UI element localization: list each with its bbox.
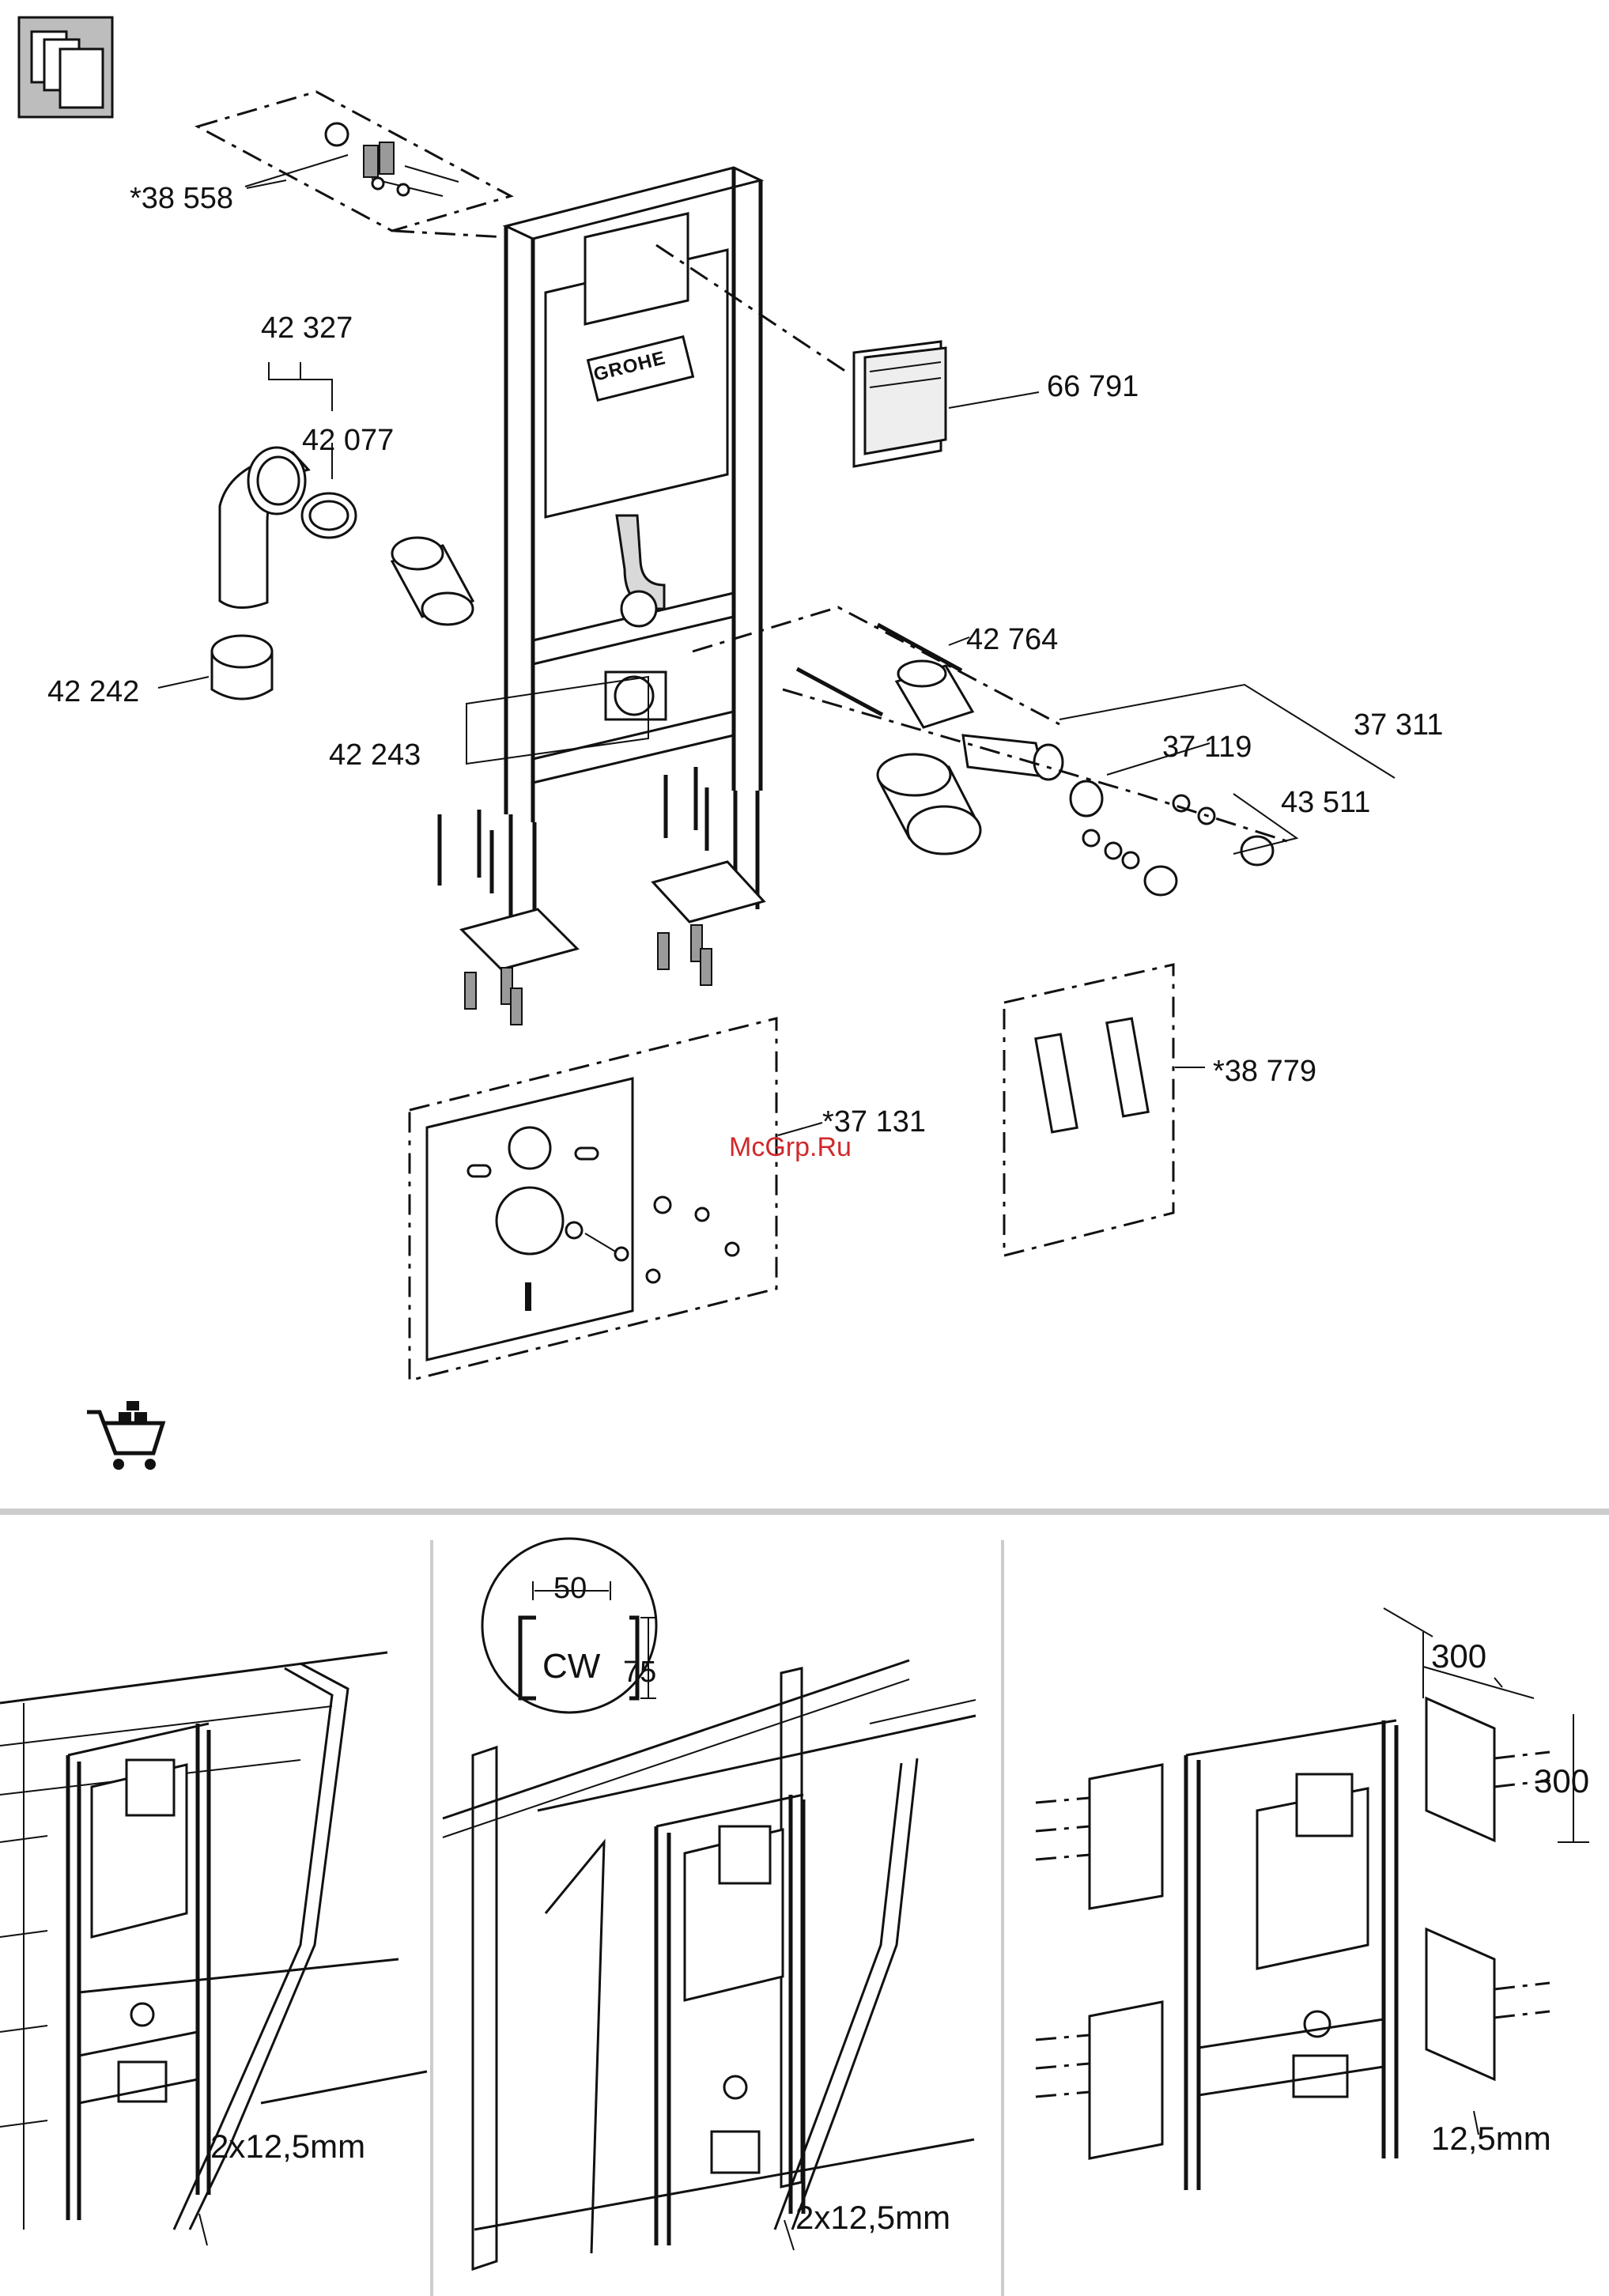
- module-thumbnail-icon: [19, 17, 112, 117]
- part-label-42243: 42 243: [329, 740, 421, 770]
- part-label-42764: 42 764: [966, 625, 1058, 655]
- kit-38558-outline: [198, 92, 511, 231]
- part-label-66791: 66 791: [1047, 372, 1139, 402]
- part-label-37119: 37 119: [1162, 732, 1252, 762]
- part-label-42242: 42 242: [47, 677, 139, 707]
- dim-horizontal-300: 300: [1431, 1640, 1486, 1673]
- flush-box-66791: [854, 342, 946, 466]
- cap-42242: [212, 636, 272, 699]
- elbow-42327: [220, 447, 308, 608]
- watermark: McGrp.Ru: [729, 1134, 852, 1161]
- part-label-43511: 43 511: [1281, 787, 1370, 818]
- part-label-38558: *38 558: [130, 183, 233, 213]
- profile-depth: 75: [623, 1657, 656, 1687]
- install-panel-2-drawing: [443, 1539, 976, 2269]
- profile-name: CW: [542, 1649, 600, 1684]
- dim-vertical-300: 300: [1534, 1765, 1589, 1798]
- part-label-38779: *38 779: [1213, 1056, 1316, 1086]
- board-label-panel-3: 12,5mm: [1431, 2122, 1551, 2155]
- kit-38779: [1004, 965, 1173, 1256]
- installation-frame: [462, 168, 764, 969]
- install-panel-3-drawing: [1036, 1608, 1589, 2190]
- part-label-42327: 42 327: [261, 313, 353, 343]
- profile-width: 50: [553, 1573, 587, 1603]
- part-label-37311: 37 311: [1354, 710, 1443, 740]
- board-label-panel-1: 2x12,5mm: [210, 2130, 365, 2163]
- shopping-cart-icon: [87, 1401, 163, 1470]
- pipe-sleeve: [392, 538, 473, 625]
- kit-37131: [410, 1018, 776, 1380]
- board-label-panel-2: 2x12,5mm: [795, 2201, 950, 2234]
- part-label-42077: 42 077: [302, 425, 394, 455]
